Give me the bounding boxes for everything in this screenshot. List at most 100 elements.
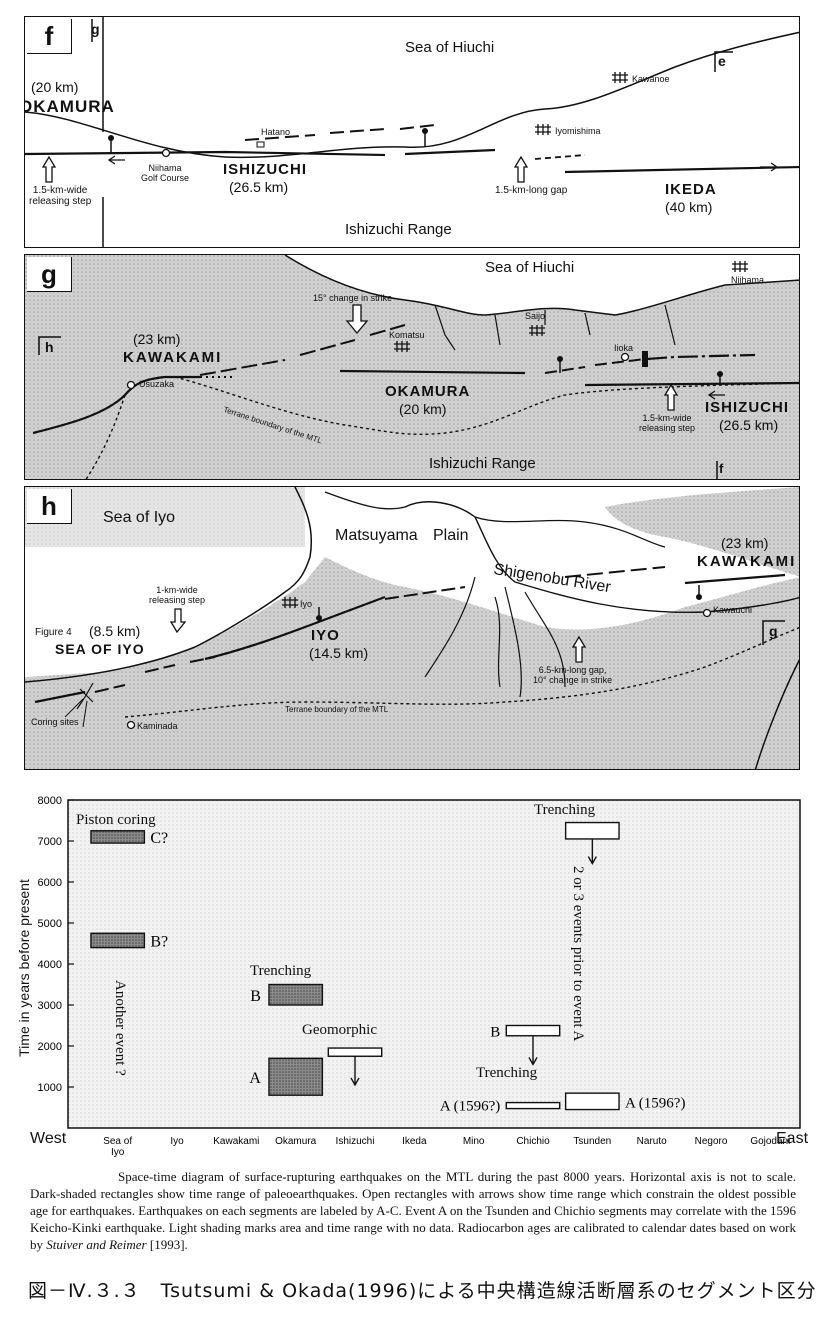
paleo-event-box xyxy=(90,932,146,949)
sea-of-hiuchi-label: Sea of Hiuchi xyxy=(405,39,495,56)
x-west-label: West xyxy=(30,1130,67,1147)
annot-trench-okamura: Trenching xyxy=(250,963,312,979)
annot-trench-tsunden: Trenching xyxy=(534,802,596,818)
step-label-g-line1: 1.5-km-wide xyxy=(642,413,692,423)
gap-label-f: 1.5-km-long gap xyxy=(495,185,568,196)
gap-label-h: 6.5-km-long gap, 10° change in strike xyxy=(533,665,612,685)
plain-label: Plain xyxy=(433,527,469,544)
niihama-golf-label: Niihama Golf Course xyxy=(141,163,189,183)
constraint-box xyxy=(505,1101,561,1110)
niihama-golf-line1: Niihama xyxy=(148,163,182,173)
ishizuchi-label: ISHIZUCHI xyxy=(223,161,307,178)
ishizuchi-range-f: Ishizuchi Range xyxy=(345,221,452,238)
y-tick-label: 5000 xyxy=(38,918,62,930)
step-label-f: 1.5-km-wide releasing step xyxy=(29,185,91,207)
event-label: A xyxy=(249,1070,261,1087)
constraint-arrowhead xyxy=(587,856,597,865)
annot-trench-chichio: Trenching xyxy=(476,1065,538,1081)
niihama-golf-line2: Golf Course xyxy=(141,173,190,183)
seaofiyo-length: (8.5 km) xyxy=(89,623,141,639)
x-category-label: Sea of xyxy=(103,1136,132,1147)
kaminada-label: Kaminada xyxy=(137,721,178,731)
x-category-label: Okamura xyxy=(275,1136,317,1147)
caption-paragraph: Space-time diagram of surface-rupturing … xyxy=(30,1168,796,1253)
step-label-h-line1: 1-km-wide xyxy=(156,585,198,595)
annot-another-event: Another event ? xyxy=(112,980,128,1076)
constraint-arrowhead xyxy=(528,1057,538,1066)
matsuyama-label: Matsuyama xyxy=(335,527,418,544)
plot-area xyxy=(68,800,800,1128)
strike-note: 15° change in strike xyxy=(313,293,393,303)
map-panel-f: f g e Sea of Hiuchi (20 km) OKAMURA Hata… xyxy=(24,16,800,248)
x-east-label: East xyxy=(776,1130,809,1147)
step-label-h: 1-km-wide releasing step xyxy=(149,585,205,605)
annot-piston: Piston coring xyxy=(76,812,156,828)
seaofiyo-label: SEA OF IYO xyxy=(55,641,145,657)
step-label-f-line1: 1.5-km-wide xyxy=(32,185,88,196)
ikeda-label: IKEDA xyxy=(665,181,717,198)
event-label: A (1596?) xyxy=(625,1095,685,1111)
ref-g-label: g xyxy=(91,21,100,37)
y-tick-label: 7000 xyxy=(38,836,62,848)
ishizuchi-length-g: (26.5 km) xyxy=(719,417,779,433)
caption-end: [1993]. xyxy=(146,1237,188,1252)
y-tick-label: 8000 xyxy=(38,795,62,807)
event-label: C? xyxy=(150,830,168,847)
paleo-event-box xyxy=(268,983,324,1006)
map-g-drawing xyxy=(25,255,799,479)
ishizuchi-range-g: Ishizuchi Range xyxy=(429,455,536,472)
okamura-length-g: (20 km) xyxy=(399,401,447,417)
panel-label-h: h xyxy=(27,489,72,524)
annot-geomorphic: Geomorphic xyxy=(302,1022,377,1038)
panel-label-f: f xyxy=(27,19,72,54)
step-label-h-line2: releasing step xyxy=(149,595,206,605)
annot-prior-events: 2 or 3 events prior to event A xyxy=(570,866,586,1042)
ishizuchi-length: (26.5 km) xyxy=(229,179,289,195)
ikeda-length: (40 km) xyxy=(665,199,713,215)
ref-e-label: e xyxy=(718,53,726,69)
okamura-length: (20 km) xyxy=(31,79,79,95)
constraint-box xyxy=(505,1024,561,1037)
caption-citation: Stuiver and Reimer xyxy=(46,1237,147,1252)
iyo-length: (14.5 km) xyxy=(309,645,369,661)
x-category-label: Gojodani xyxy=(750,1136,790,1147)
y-tick-label: 6000 xyxy=(38,877,62,889)
kawakami-length-g: (23 km) xyxy=(133,331,181,347)
y-tick-label: 4000 xyxy=(38,959,62,971)
x-category-label: Kawakami xyxy=(213,1136,259,1147)
step-label-g: 1.5-km-wide releasing step xyxy=(639,413,695,433)
iyo-place-label: Iyo xyxy=(300,599,313,609)
y-tick-label: 1000 xyxy=(38,1082,62,1094)
x-category-label: Negoro xyxy=(695,1136,728,1147)
caption-text: Space-time diagram of surface-rupturing … xyxy=(30,1169,796,1252)
event-label: B xyxy=(250,988,261,1005)
event-label: B? xyxy=(150,933,168,950)
kawakami-label-g: KAWAKAMI xyxy=(123,349,223,366)
x-category-label: Chichio xyxy=(516,1136,550,1147)
event-label: A (1596?) xyxy=(440,1099,500,1115)
x-category-label: Ishizuchi xyxy=(336,1136,375,1147)
map-panel-h: h Sea of Iyo Matsuyama Plain Shigenobu R… xyxy=(24,486,800,770)
saijo-label: Saijo xyxy=(525,311,546,321)
komatsu-label: Komatsu xyxy=(389,330,425,340)
usuzaka-label: Usuzaka xyxy=(139,379,175,389)
x-category-label: Mino xyxy=(463,1136,485,1147)
coring-sites-label: Coring sites xyxy=(31,717,79,727)
okamura-label-g: OKAMURA xyxy=(385,383,471,400)
panel-label-g: g xyxy=(27,257,72,292)
iioka-label: Iioka xyxy=(614,343,634,353)
kawanoe-label: Kawanoe xyxy=(632,74,670,84)
iyo-seg-label: IYO xyxy=(311,627,340,644)
figure4-label: Figure 4 xyxy=(35,627,72,638)
sea-of-hiuchi-g: Sea of Hiuchi xyxy=(485,259,575,276)
x-category-label: Ikeda xyxy=(402,1136,427,1147)
step-label-f-line2: releasing step xyxy=(29,196,92,207)
ref-g-label-h: g xyxy=(769,623,778,639)
sea-of-iyo-label: Sea of Iyo xyxy=(103,509,176,526)
ishizuchi-label-g: ISHIZUCHI xyxy=(705,399,789,416)
terrane-label-h: Terrane boundary of the MTL xyxy=(285,705,389,714)
ref-h-label: h xyxy=(45,339,54,355)
okamura-label: OKAMURA xyxy=(24,97,115,116)
